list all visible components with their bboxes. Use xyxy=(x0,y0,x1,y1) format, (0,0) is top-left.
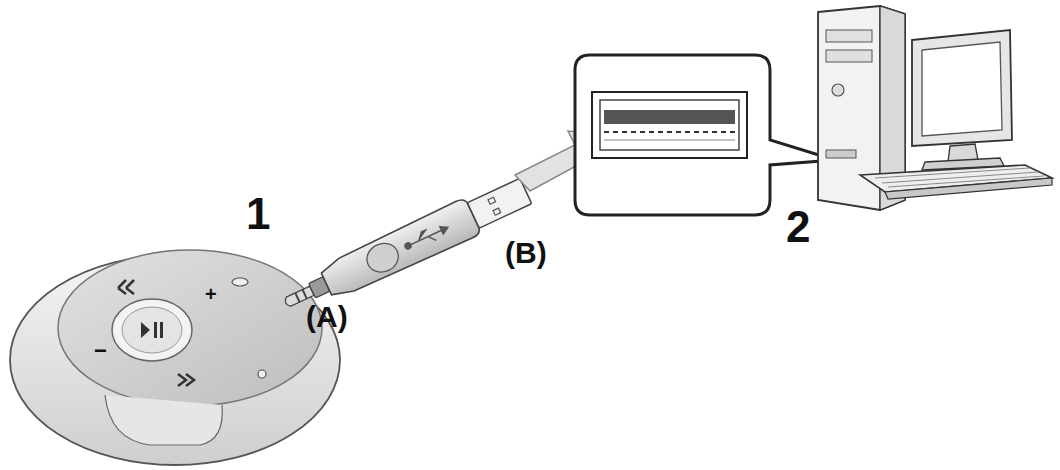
button-symbol: − xyxy=(94,340,107,362)
desktop-computer xyxy=(818,6,1052,210)
usb-port-callout xyxy=(575,55,835,215)
button-symbol: + xyxy=(205,284,217,304)
callout-label: (B) xyxy=(505,238,547,268)
callout-label: (A) xyxy=(306,302,348,332)
speaker-device xyxy=(10,250,340,465)
callout-label: 1 xyxy=(246,192,270,236)
usb-audio-cable xyxy=(277,173,534,321)
callout-label: 2 xyxy=(786,205,810,249)
